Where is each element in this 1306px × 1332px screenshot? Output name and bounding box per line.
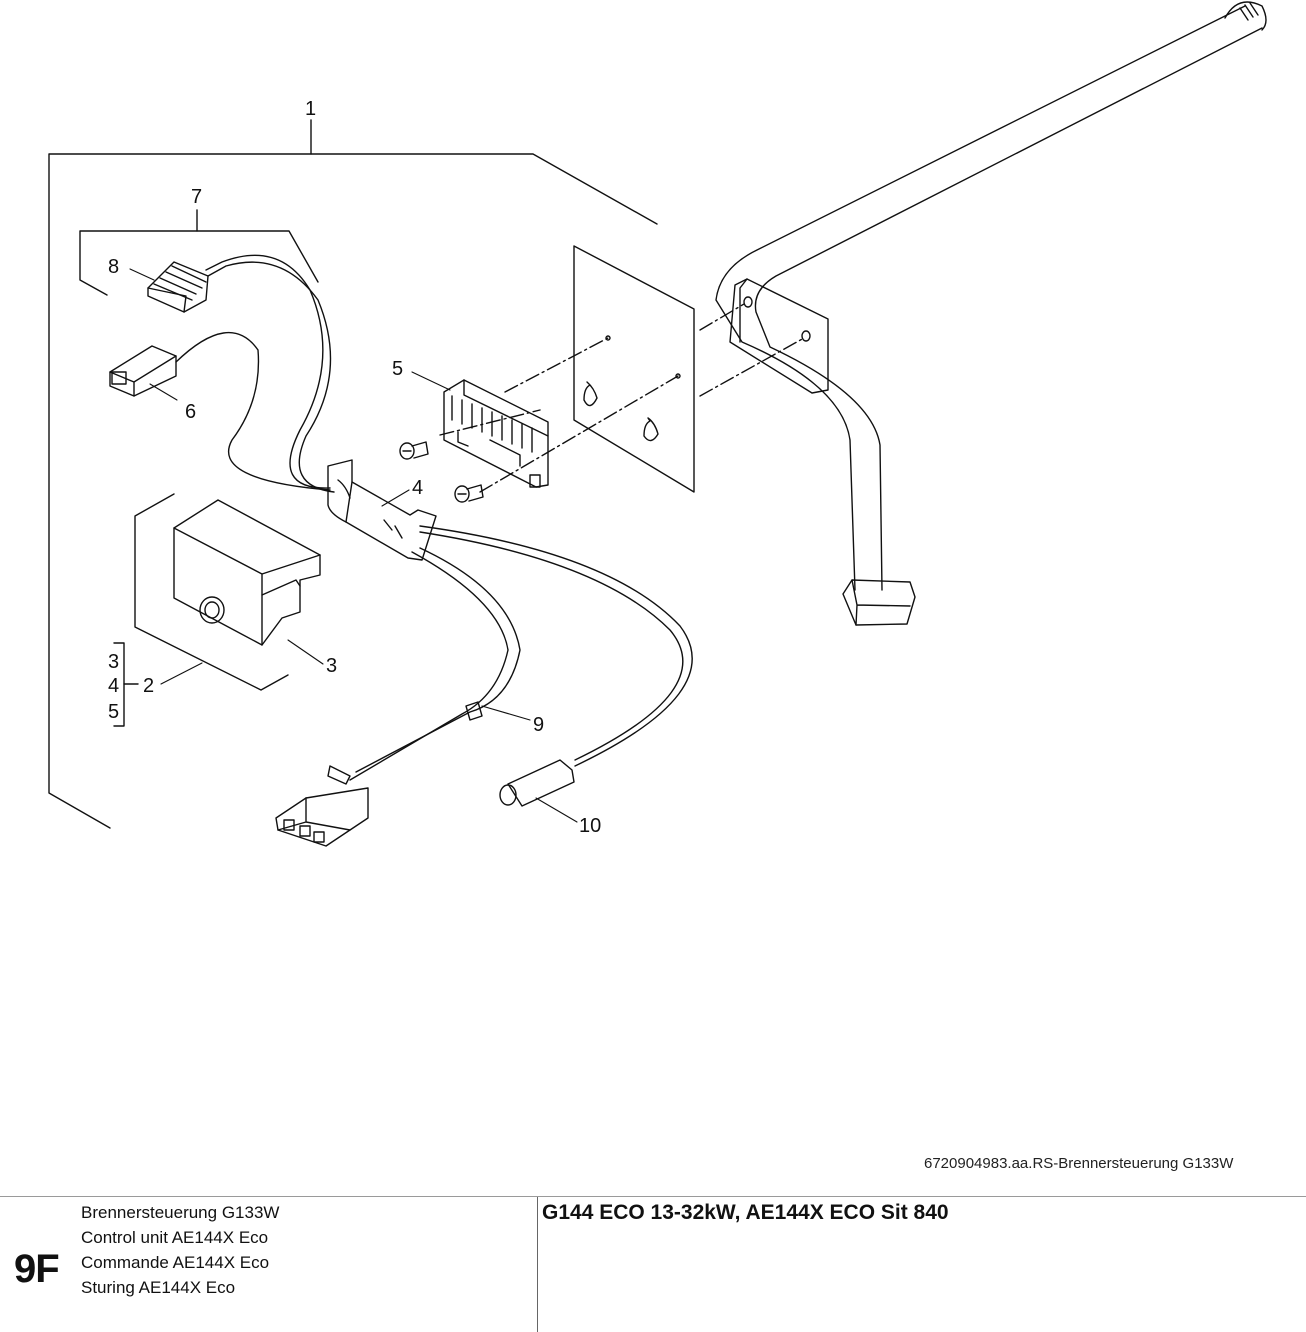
- group-item-5: 5: [108, 701, 119, 723]
- control-unit-box: [173, 499, 321, 646]
- control-box-bracket: [134, 493, 289, 691]
- callout-2: 2: [143, 675, 154, 697]
- exploded-parts-diagram: 1 7 8 5 6 4 3 2 9 10 3 4 5: [48, 1, 1267, 847]
- gas-pipe: [715, 1, 1267, 626]
- cable-holder: [327, 459, 437, 561]
- callout-8: 8: [108, 256, 119, 278]
- alignment-lines: [439, 303, 805, 493]
- footer: 9F Brennersteuerung G133W Control unit A…: [0, 1196, 1306, 1332]
- callout-9: 9: [533, 714, 544, 736]
- callout-10: 10: [579, 815, 601, 837]
- section-code: 9F: [14, 1247, 60, 1291]
- callout-3: 3: [326, 655, 337, 677]
- assembly-bracket: [48, 119, 658, 829]
- name-nl: Sturing AE144X Eco: [81, 1278, 236, 1297]
- group-item-3: 3: [108, 651, 119, 673]
- callout-6: 6: [185, 401, 196, 423]
- callout-4: 4: [412, 477, 423, 499]
- name-de: Brennersteuerung G133W: [81, 1203, 280, 1222]
- callout-7: 7: [191, 186, 202, 208]
- connector-8: [147, 254, 335, 493]
- drawing-reference: 6720904983.aa.RS-Brennersteuerung G133W: [924, 1155, 1234, 1172]
- group-bracket: [113, 642, 139, 727]
- footer-divider: [537, 1197, 538, 1332]
- name-fr: Commande AE144X Eco: [81, 1253, 270, 1272]
- plug-6: [109, 331, 331, 491]
- part-names: Brennersteuerung G133W Control unit AE14…: [81, 1200, 279, 1300]
- screws: [399, 441, 484, 503]
- sensor-10: [419, 525, 693, 807]
- name-en: Control unit AE144X Eco: [81, 1228, 269, 1247]
- cable-bracket: [79, 209, 319, 296]
- harness-9: [275, 547, 521, 847]
- callout-labels: 1 7 8 5 6 4 3 2 9 10 3 4 5: [108, 98, 601, 837]
- group-item-4: 4: [108, 675, 119, 697]
- terminal-strip: [443, 379, 549, 488]
- callout-5: 5: [392, 358, 403, 380]
- leader-lines: [129, 268, 578, 823]
- mounting-plate: [573, 245, 695, 493]
- callout-1: 1: [305, 98, 316, 120]
- model-title: G144 ECO 13-32kW, AE144X ECO Sit 840: [542, 1201, 949, 1224]
